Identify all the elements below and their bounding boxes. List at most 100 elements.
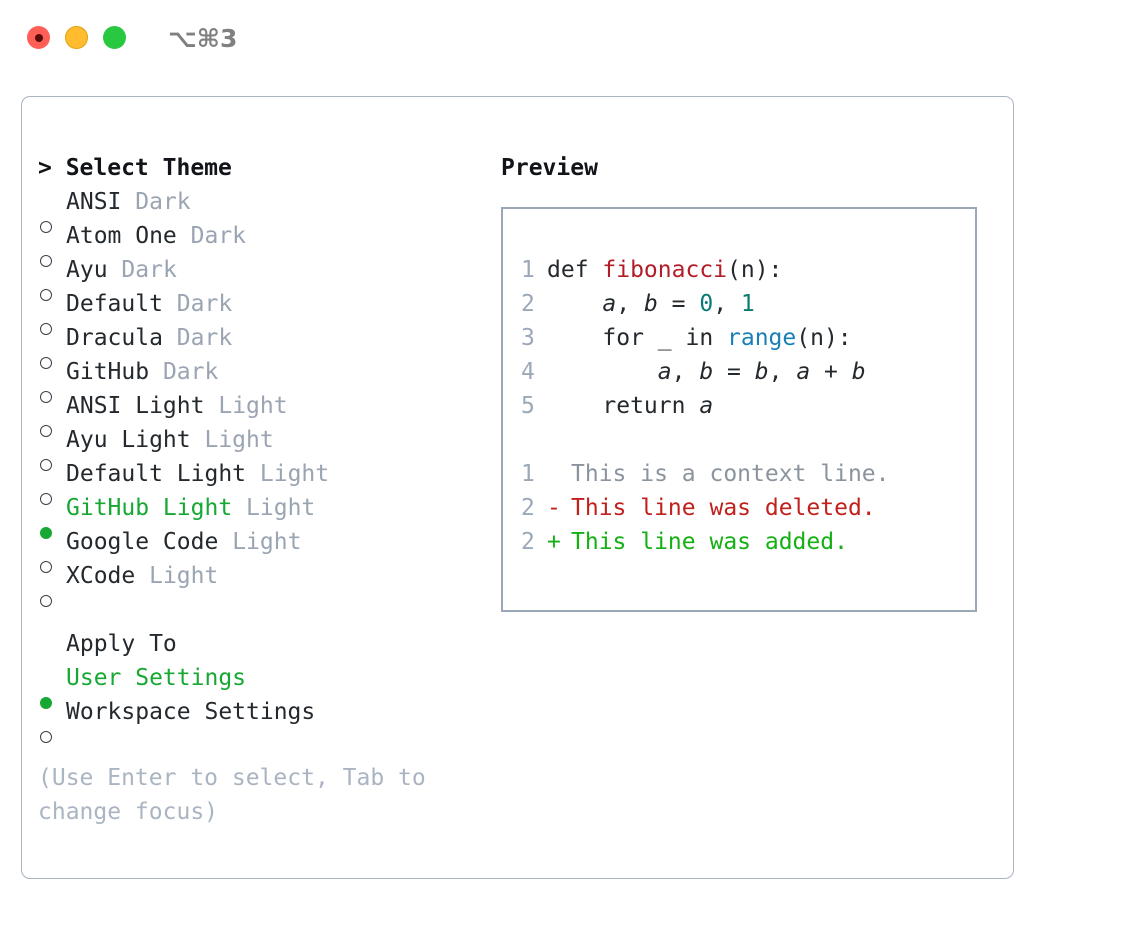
bullet-glyph	[40, 697, 52, 709]
gap	[218, 525, 232, 559]
code-line: 3 for _ in range(n):	[521, 321, 975, 355]
code-token: b	[643, 291, 658, 317]
bullet-glyph	[40, 595, 52, 607]
gap	[191, 423, 205, 457]
theme-item-google-code[interactable]: Google Code Light	[38, 525, 488, 573]
code-token: a	[796, 359, 811, 385]
theme-item-github-light[interactable]: GitHub Light Light	[38, 491, 488, 539]
code-token: (n):	[796, 325, 852, 351]
diff-marker	[547, 457, 571, 491]
code-token: =	[713, 359, 755, 385]
bullet-glyph	[40, 323, 52, 335]
code-token	[547, 291, 602, 317]
gap	[232, 491, 246, 525]
theme-item-ayu-light[interactable]: Ayu Light Light	[38, 423, 488, 471]
theme-item-github[interactable]: GitHub Dark	[38, 355, 488, 403]
code-token: def	[547, 257, 603, 283]
code-token: 1	[740, 291, 755, 317]
line-number: 3	[521, 325, 535, 351]
theme-name-label: Default Light	[66, 461, 247, 487]
code-token: ,	[616, 291, 644, 317]
line-number: 2	[521, 495, 535, 521]
diff-text: This line was deleted.	[571, 495, 876, 521]
zoom-button[interactable]	[103, 26, 126, 49]
theme-variant-label: Light	[232, 529, 302, 555]
code-token: (n):	[727, 257, 783, 283]
gap	[163, 287, 177, 321]
window-controls	[27, 26, 126, 49]
theme-variant-label: Dark	[176, 325, 233, 351]
keyboard-hint-text: (Use Enter to select, Tab to change focu…	[38, 765, 426, 825]
code-token: range	[727, 325, 797, 351]
code-token: return	[547, 393, 700, 419]
theme-variant-label: Dark	[162, 359, 219, 385]
diff-line-context: 1 This is a context line.	[521, 457, 975, 491]
theme-name-label: XCode	[66, 563, 136, 589]
theme-item-atom-one[interactable]: Atom One Dark	[38, 219, 488, 267]
code-line: 2 a, b = 0, 1	[521, 287, 975, 321]
theme-name-label: GitHub Light	[66, 495, 233, 521]
theme-item-default-light[interactable]: Default Light Light	[38, 457, 488, 505]
bullet-glyph	[40, 289, 52, 301]
theme-item-ayu[interactable]: Ayu Dark	[38, 253, 488, 301]
gap	[121, 185, 135, 219]
line-number: 1	[521, 461, 535, 487]
line-number: 2	[521, 291, 535, 317]
minimize-button[interactable]	[65, 26, 88, 49]
theme-variant-label: Light	[246, 495, 316, 521]
theme-variant-label: Light	[218, 393, 288, 419]
diff-sample: 1 This is a context line. 2-This line was…	[521, 457, 975, 559]
code-token: b	[851, 359, 866, 385]
select-theme-header: > Select Theme	[38, 155, 232, 181]
theme-name-label: Dracula	[66, 325, 163, 351]
code-token: b	[754, 359, 769, 385]
bullet-glyph	[40, 255, 52, 267]
gap	[149, 355, 163, 389]
theme-item-ansi[interactable]: ANSI Dark	[38, 185, 488, 233]
diff-text: This line was added.	[571, 529, 848, 555]
title-bar: ⌥⌘3	[0, 0, 1140, 78]
theme-name-label: Atom One	[66, 223, 177, 249]
theme-name-label: ANSI Light	[66, 393, 205, 419]
close-button[interactable]	[27, 26, 50, 49]
gap	[177, 219, 191, 253]
code-token: +	[810, 359, 852, 385]
theme-name-label: Google Code	[66, 529, 219, 555]
apply-to-option-user-settings[interactable]: User Settings	[38, 661, 488, 709]
theme-variant-label: Dark	[176, 291, 233, 317]
theme-item-ansi-light[interactable]: ANSI Light Light	[38, 389, 488, 437]
code-line: 4 a, b = b, a + b	[521, 355, 975, 389]
theme-variant-label: Light	[149, 563, 219, 589]
theme-name-label: Default	[66, 291, 163, 317]
theme-variant-label: Dark	[121, 257, 177, 283]
code-token: a	[657, 359, 672, 385]
theme-item-xcode[interactable]: XCode Light	[38, 559, 488, 607]
theme-item-dracula[interactable]: Dracula Dark	[38, 321, 488, 369]
code-token: a	[602, 291, 617, 317]
apply-to-option-workspace-settings[interactable]: Workspace Settings	[38, 695, 488, 743]
diff-line-added: 2+This line was added.	[521, 525, 975, 559]
code-token: 0	[699, 291, 714, 317]
code-token: =	[657, 291, 700, 317]
line-number: 4	[521, 359, 535, 385]
apply-to-label: Workspace Settings	[66, 699, 316, 725]
gap	[135, 559, 149, 593]
code-token: for _ in	[547, 325, 728, 351]
theme-variant-label: Light	[204, 427, 274, 453]
bullet-glyph	[40, 561, 52, 573]
diff-marker: +	[547, 529, 561, 555]
bullet-glyph	[40, 425, 52, 437]
bullet-glyph	[40, 391, 52, 403]
code-token	[547, 359, 658, 385]
code-line: 5 return a	[521, 389, 975, 423]
diff-marker: -	[547, 495, 561, 521]
theme-item-default[interactable]: Default Dark	[38, 287, 488, 335]
code-token: a	[699, 393, 714, 419]
